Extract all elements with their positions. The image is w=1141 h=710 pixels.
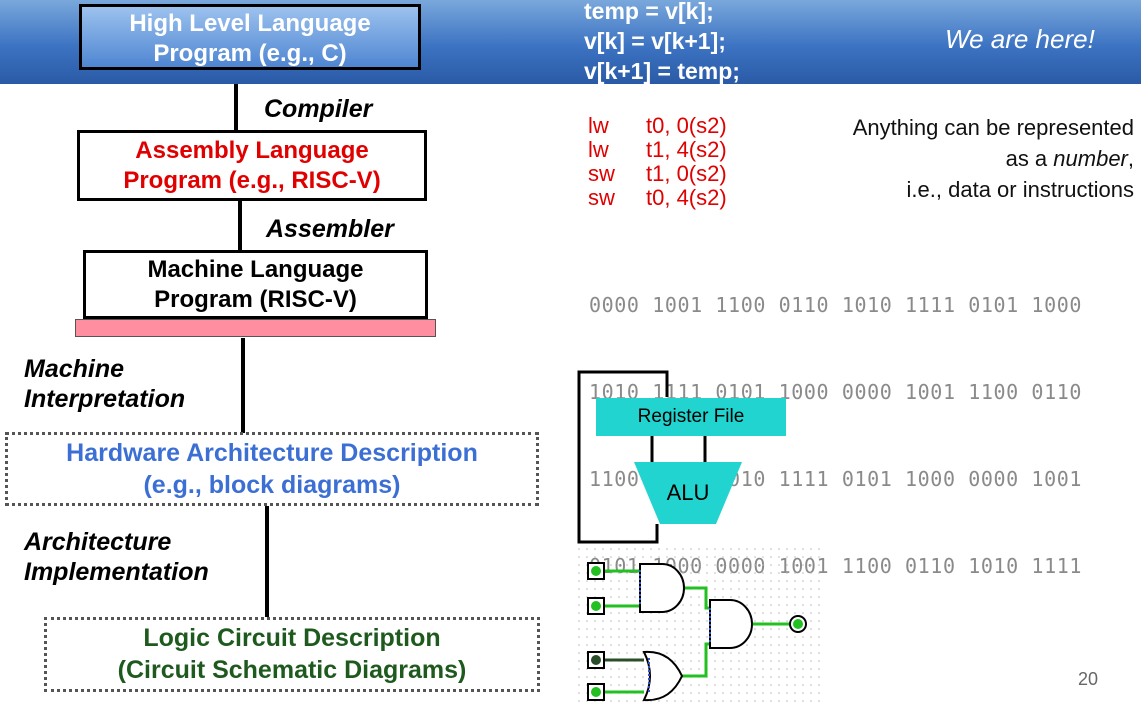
alu-shape	[634, 462, 742, 524]
impl-line1: Architecture	[24, 528, 172, 556]
c-code-line: temp = v[k];	[584, 0, 714, 24]
c-code-line: v[k] = v[k+1];	[584, 28, 726, 54]
high-level-language-box: High Level Language Program (e.g., C)	[79, 4, 421, 70]
c-code-block: temp = v[k]; v[k] = v[k+1]; v[k+1] = tem…	[584, 0, 740, 84]
gate-input-marks	[639, 570, 711, 694]
logic-line2: (Circuit Schematic Diagrams)	[117, 656, 467, 684]
compiler-label: Compiler	[264, 95, 373, 123]
block-diagram	[577, 370, 786, 544]
schematic-grid	[578, 548, 820, 706]
assembly-line1: Assembly Language	[135, 137, 369, 164]
input-pin-dots	[591, 566, 601, 697]
representation-note: Anything can be represented as a number,…	[790, 112, 1134, 205]
assembly-line2: Program (e.g., RISC-V)	[123, 167, 381, 194]
connector-line	[265, 506, 269, 617]
high-level-line2: Program (e.g., C)	[153, 40, 347, 67]
note-line1: Anything can be represented	[852, 115, 1134, 140]
architecture-implementation-label: Architecture Implementation	[24, 527, 209, 587]
hw-line1: Hardware Architecture Description	[66, 439, 478, 467]
alu-label: ALU	[666, 480, 710, 505]
hardware-architecture-box: Hardware Architecture Description (e.g.,…	[5, 432, 539, 506]
register-file-box	[596, 398, 786, 436]
feedback-wire	[577, 370, 669, 544]
and-gate-2	[709, 599, 753, 649]
alu-input-wires	[650, 436, 707, 462]
impl-line2: Implementation	[24, 558, 209, 586]
interp-line2: Interpretation	[24, 385, 186, 413]
assembler-label: Assembler	[266, 215, 394, 243]
pink-bar	[75, 319, 436, 337]
high-level-line1: High Level Language	[129, 10, 371, 37]
machine-language-box: Machine Language Program (RISC-V)	[83, 250, 428, 319]
slide-number: 20	[1078, 669, 1099, 689]
logic-schematic	[578, 548, 820, 706]
connector-line	[241, 338, 245, 433]
connector-line	[234, 84, 238, 130]
interp-line1: Machine	[24, 355, 125, 383]
and-gate-1	[639, 563, 685, 613]
schematic-wires	[604, 569, 790, 694]
output-pin-dot	[793, 619, 803, 629]
connector-line	[238, 201, 242, 250]
assembly-language-box: Assembly Language Program (e.g., RISC-V)	[77, 130, 427, 201]
note-line2: as a number,	[1005, 146, 1134, 171]
logic-line1: Logic Circuit Description	[143, 624, 441, 652]
we-are-here-label: We are here!	[945, 24, 1095, 54]
machine-interpretation-label: Machine Interpretation	[24, 354, 185, 414]
c-code-line: v[k+1] = temp;	[584, 58, 740, 84]
hw-line2: (e.g., block diagrams)	[143, 471, 401, 499]
logic-circuit-box: Logic Circuit Description (Circuit Schem…	[44, 617, 540, 692]
binary-row: 0000 1001 1100 0110 1010 1111 0101 1000	[589, 293, 1082, 317]
input-pin-dot-dark	[591, 655, 601, 665]
note-line3: i.e., data or instructions	[906, 177, 1134, 202]
machine-line1: Machine Language	[147, 256, 364, 283]
register-file-label: Register File	[637, 406, 745, 427]
machine-line2: Program (RISC-V)	[154, 286, 357, 313]
